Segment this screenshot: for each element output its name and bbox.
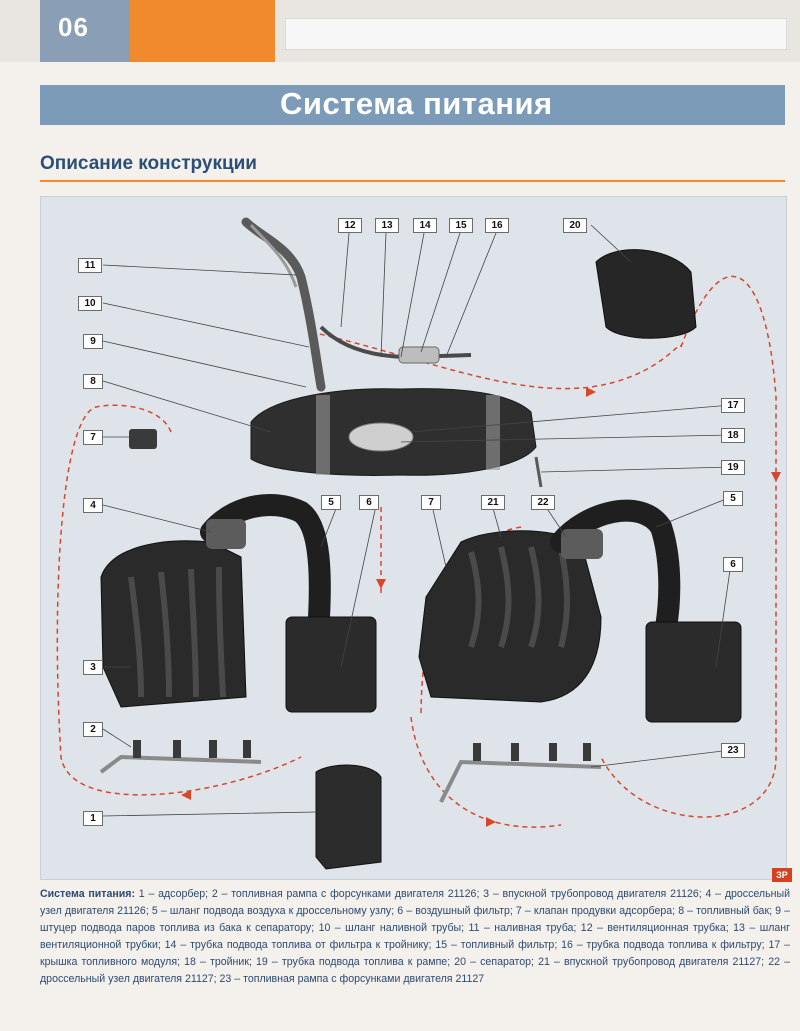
flow-arrow xyxy=(586,387,596,397)
callout-18: 18 xyxy=(721,428,745,443)
publisher-badge: ЗР xyxy=(772,868,792,882)
callout-21: 21 xyxy=(481,495,505,510)
vapor-line-separator-return xyxy=(600,275,777,818)
page-number-box xyxy=(40,0,130,62)
callout-19: 19 xyxy=(721,460,745,475)
throttle-body-21127 xyxy=(561,529,603,559)
callout-16: 16 xyxy=(485,218,509,233)
callout-4: 4 xyxy=(83,498,103,513)
callout-1: 1 xyxy=(83,811,103,826)
callout-6-right: 6 xyxy=(723,557,743,572)
callout-7-right: 7 xyxy=(421,495,441,510)
adsorber-shape xyxy=(315,764,382,870)
section-divider xyxy=(40,180,785,182)
flow-arrow xyxy=(771,472,781,482)
callout-15: 15 xyxy=(449,218,473,233)
callout-14: 14 xyxy=(413,218,437,233)
purge-valve-shape xyxy=(129,429,157,449)
air-filter-left-shape xyxy=(285,616,377,713)
callout-3: 3 xyxy=(83,660,103,675)
throttle-body-21126 xyxy=(206,519,246,549)
air-hose-right xyxy=(550,499,681,638)
callout-12: 12 xyxy=(338,218,362,233)
separator-shape xyxy=(595,249,697,339)
flow-arrow xyxy=(376,579,386,589)
vent-tube xyxy=(319,325,472,360)
callout-9: 9 xyxy=(83,334,103,349)
page-number: 06 xyxy=(58,12,89,42)
vapor-line-bottom xyxy=(410,716,562,828)
callout-22: 22 xyxy=(531,495,555,510)
fuel-rail-21126 xyxy=(99,754,262,774)
fuel-module-cover-shape xyxy=(348,422,414,452)
page-title: Система питания xyxy=(280,86,553,121)
figure-caption: Система питания: 1 – адсорбер; 2 – топли… xyxy=(40,886,790,988)
header-right-strip xyxy=(285,18,787,50)
callout-2: 2 xyxy=(83,722,103,737)
fuel-supply-tube xyxy=(534,456,543,488)
callout-6-left: 6 xyxy=(359,495,379,510)
callout-8: 8 xyxy=(83,374,103,389)
vapor-line-tank-to-separator xyxy=(310,331,682,390)
flow-arrow xyxy=(486,817,496,827)
flow-arrow xyxy=(181,790,191,800)
callout-23: 23 xyxy=(721,743,745,758)
fuel-rail-21127 xyxy=(439,759,602,803)
section-heading: Описание конструкции xyxy=(40,153,257,174)
caption-label: Система питания: xyxy=(40,888,135,900)
tank-strap xyxy=(486,395,500,470)
caption-text: 1 – адсорбер; 2 – топливная рампа с форс… xyxy=(40,888,790,985)
callout-5-left: 5 xyxy=(321,495,341,510)
header-accent-block xyxy=(130,0,275,62)
vapor-line-left-loop xyxy=(56,404,302,796)
filler-neck-highlight xyxy=(249,224,298,288)
title-band xyxy=(40,85,785,125)
callout-5-right: 5 xyxy=(723,491,743,506)
callout-20: 20 xyxy=(563,218,587,233)
fuel-filter-shape xyxy=(398,346,440,364)
callout-17: 17 xyxy=(721,398,745,413)
callout-7-left: 7 xyxy=(83,430,103,445)
diagram-illustration xyxy=(56,217,781,870)
callout-13: 13 xyxy=(375,218,399,233)
callout-11: 11 xyxy=(78,258,102,273)
tank-strap xyxy=(316,395,330,475)
fuel-system-diagram: 1 2 3 4 5 5 6 6 7 7 8 9 10 11 12 13 14 1… xyxy=(40,196,787,880)
air-filter-right-shape xyxy=(645,621,742,723)
filler-neck-tube xyxy=(241,217,326,392)
air-hose-left xyxy=(200,494,331,628)
callout-10: 10 xyxy=(78,296,102,311)
